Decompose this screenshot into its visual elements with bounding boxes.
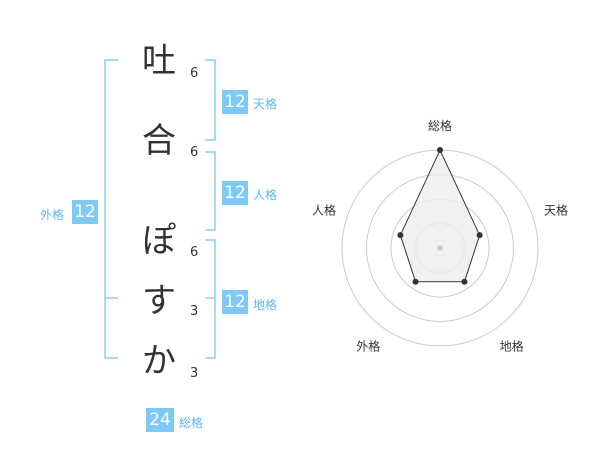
name-char-3: ぽ	[142, 221, 176, 261]
radar-point	[461, 278, 468, 285]
chikaku-label: 地格	[253, 298, 278, 312]
stroke-count-2: 6	[190, 145, 199, 160]
radar-point	[437, 147, 443, 153]
radar-center-dot	[437, 245, 443, 251]
radar-axis-label: 外格	[356, 339, 380, 354]
jinkaku-value: 12	[222, 181, 248, 205]
stroke-count-3: 6	[190, 245, 199, 260]
radar-axis-label: 総格	[428, 118, 452, 133]
soukaku-label: 総格	[179, 416, 204, 430]
chikaku-value: 12	[222, 290, 248, 314]
bracket-lines	[104, 59, 216, 359]
radar-axis-label: 地格	[500, 339, 524, 354]
soukaku-value: 24	[146, 408, 174, 432]
tenkaku-label: 天格	[253, 97, 278, 111]
name-char-2: 合	[142, 121, 176, 161]
radar-point	[397, 232, 404, 239]
stroke-count-1: 6	[190, 66, 199, 81]
gaikaku-value: 12	[72, 200, 98, 224]
radar-point	[476, 232, 483, 239]
radar-axis-label: 人格	[312, 202, 336, 217]
stroke-count-4: 3	[190, 304, 199, 319]
jinkaku-label: 人格	[253, 188, 278, 202]
name-char-4: す	[142, 281, 176, 321]
gaikaku-label: 外格	[40, 208, 65, 222]
radar-polygon	[399, 148, 481, 283]
name-char-1: 吐	[142, 41, 176, 81]
radar-point	[412, 278, 419, 285]
radar-axis-label: 天格	[544, 202, 568, 217]
stroke-count-5: 3	[190, 366, 199, 381]
tenkaku-value: 12	[222, 90, 248, 114]
name-char-5: か	[142, 341, 176, 381]
